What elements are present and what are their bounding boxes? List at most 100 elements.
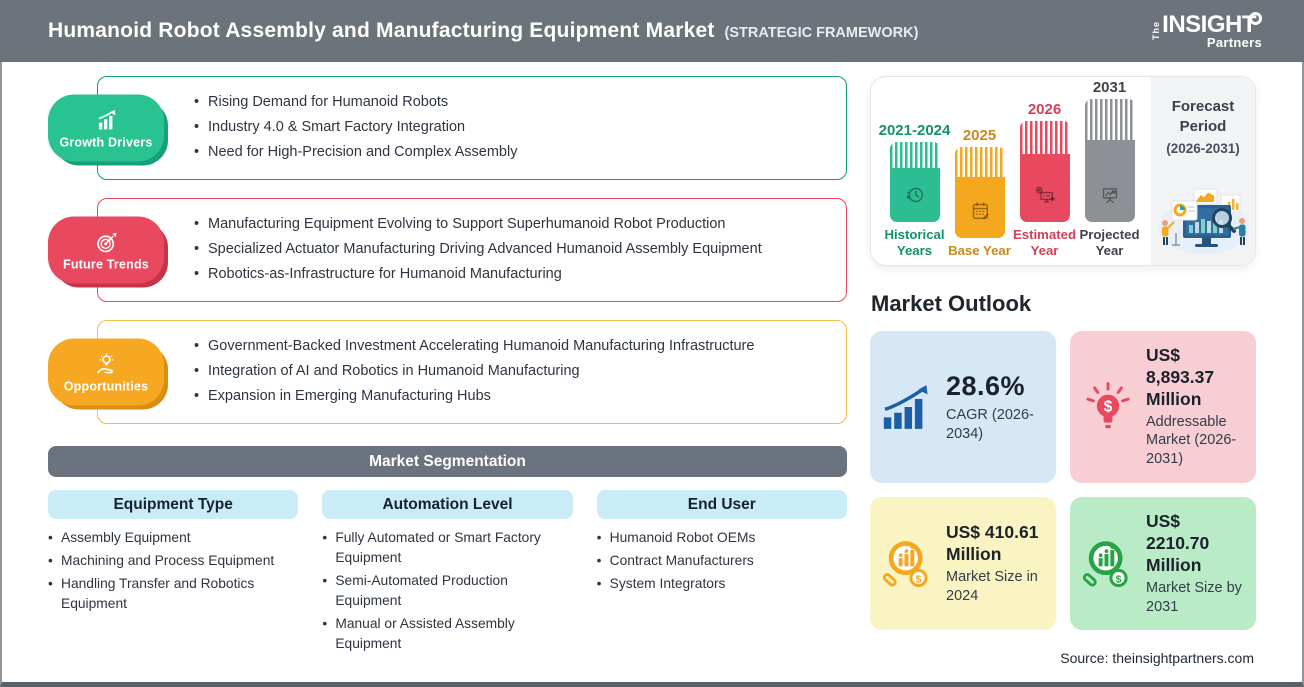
- list-item: Handling Transfer and Robotics Equipment: [48, 574, 298, 614]
- list-item: Expansion in Emerging Manufacturing Hubs: [194, 387, 754, 407]
- list-item: Contract Manufacturers: [597, 551, 847, 571]
- list-item: System Integrators: [597, 574, 847, 594]
- list-item: Specialized Actuator Manufacturing Drivi…: [194, 240, 762, 260]
- calendar-icon: [955, 198, 1005, 224]
- opportunities-label: Opportunities: [63, 379, 149, 393]
- bar-stripes-decoration: [1019, 120, 1070, 154]
- page-subtitle: (STRATEGIC FRAMEWORK): [724, 25, 919, 41]
- svg-text:$: $: [1104, 399, 1113, 416]
- future-trends-list: Manufacturing Equipment Evolving to Supp…: [194, 210, 762, 291]
- forecast-bar-rect: [954, 146, 1005, 238]
- segmentation-columns: Equipment Type Assembly EquipmentMachini…: [48, 490, 847, 657]
- header-titles: Humanoid Robot Assembly and Manufacturin…: [48, 19, 918, 43]
- magnifier-ring-icon: [1249, 11, 1262, 25]
- logo-the-text: The: [1151, 21, 1162, 41]
- cagr-bars-icon: [878, 384, 938, 430]
- addressable-market-card: $ US$ 8,893.37 Million Addressable Marke…: [1070, 331, 1256, 484]
- addressable-market-desc: Addressable Market (2026-2031): [1146, 413, 1237, 468]
- logo-partners-text: Partners: [1206, 34, 1262, 50]
- forecast-bar-rect: [889, 141, 940, 222]
- forecast-role-label: Historical Years: [884, 226, 945, 258]
- list-item: Assembly Equipment: [48, 528, 298, 548]
- growth-chart-icon: [93, 107, 120, 134]
- bar-stripes-decoration: [1084, 98, 1135, 140]
- market-size-2024-value: US$ 410.61 Million: [946, 522, 1039, 564]
- future-trends-label: Future Trends: [63, 257, 149, 271]
- left-column: Rising Demand for Humanoid RobotsIndustr…: [48, 76, 847, 682]
- segmentation-col-end-user: End User Humanoid Robot OEMsContract Man…: [596, 490, 847, 657]
- magnifier-chart-icon: $: [1078, 538, 1138, 590]
- automation-level-list: Fully Automated or Smart Factory Equipme…: [322, 528, 572, 654]
- insight-partners-logo: The INSIGHT Partners: [1151, 10, 1262, 50]
- automation-level-header: Automation Level: [322, 490, 573, 519]
- list-item: Integration of AI and Robotics in Humano…: [194, 362, 754, 382]
- market-segmentation-bar: Market Segmentation: [48, 446, 847, 477]
- source-attribution: Source: theinsightpartners.com: [1060, 650, 1254, 666]
- content-frame: Rising Demand for Humanoid RobotsIndustr…: [0, 62, 1304, 687]
- forecast-year-label: 2026: [1027, 100, 1062, 118]
- list-item: Fully Automated or Smart Factory Equipme…: [322, 528, 572, 568]
- opportunities-pill: Opportunities: [48, 338, 164, 406]
- equipment-type-header: Equipment Type: [48, 490, 299, 519]
- cagr-value: 28.6%: [946, 371, 1026, 402]
- future-trends-section: Manufacturing Equipment Evolving to Supp…: [48, 198, 847, 302]
- growth-drivers-list: Rising Demand for Humanoid RobotsIndustr…: [194, 88, 517, 169]
- magnifier-chart-icon: $: [878, 538, 938, 590]
- market-size-2031-desc: Market Size by 2031: [1146, 579, 1242, 615]
- forecast-role-label: Base Year: [948, 242, 1011, 258]
- header-bar: Humanoid Robot Assembly and Manufacturin…: [0, 0, 1304, 62]
- forecast-year-label: 2025: [962, 126, 997, 144]
- market-outlook-title: Market Outlook: [871, 291, 1032, 316]
- forecast-year-label: 2021-2024: [878, 121, 951, 139]
- forecast-period-panel: Forecast Period (2026-2031): [1151, 77, 1255, 265]
- market-outlook-cards: 28.6% CAGR (2026-2034) $ US$ 8,893.37 Mi…: [870, 331, 1256, 631]
- svg-text:$: $: [916, 573, 922, 585]
- idea-hand-icon: [93, 351, 120, 378]
- future-trends-pill: Future Trends: [48, 216, 164, 284]
- forecast-period-title: Forecast Period: [1171, 98, 1235, 135]
- bar-stripes-decoration: [889, 141, 940, 168]
- estimated-monitor-icon: [1020, 182, 1070, 208]
- end-user-list: Humanoid Robot OEMsContract Manufacturer…: [597, 528, 847, 594]
- list-item: Semi-Automated Production Equipment: [322, 571, 572, 611]
- forecast-bar-rect: [1084, 98, 1135, 222]
- opportunities-section: Government-Backed Investment Acceleratin…: [48, 320, 847, 424]
- list-item: Robotics-as-Infrastructure for Humanoid …: [194, 265, 762, 285]
- opportunities-list: Government-Backed Investment Acceleratin…: [194, 332, 754, 413]
- addressable-market-value: US$ 8,893.37 Million: [1146, 345, 1215, 409]
- projected-screen-icon: [1085, 182, 1135, 208]
- end-user-header: End User: [596, 490, 847, 519]
- forecast-role-label: Estimated Year: [1012, 226, 1077, 258]
- growth-drivers-label: Growth Drivers: [59, 135, 153, 149]
- bulb-dollar-icon: $: [1078, 379, 1138, 435]
- future-trends-box: Manufacturing Equipment Evolving to Supp…: [97, 198, 847, 302]
- svg-text:$: $: [1116, 573, 1122, 585]
- forecast-role-label: Projected Year: [1079, 226, 1140, 258]
- history-clock-icon: [890, 182, 940, 208]
- list-item: Manual or Assisted Assembly Equipment: [322, 614, 572, 654]
- cagr-desc: CAGR (2026-2034): [946, 407, 1034, 442]
- analytics-illustration: [1159, 188, 1249, 255]
- list-item: Need for High-Precision and Complex Asse…: [194, 143, 517, 163]
- forecast-bar-rect: [1019, 120, 1070, 222]
- market-segmentation-title: Market Segmentation: [369, 452, 526, 470]
- market-size-2024-card: $ US$ 410.61 Million Market Size in 2024: [870, 497, 1056, 631]
- logo-insight-text: INSIGHT: [1162, 10, 1256, 38]
- list-item: Machining and Process Equipment: [48, 551, 298, 571]
- forecast-year-label: 2031: [1092, 78, 1127, 96]
- market-size-2031-value: US$ 2210.70 Million: [1146, 511, 1210, 575]
- list-item: Manufacturing Equipment Evolving to Supp…: [194, 215, 762, 235]
- list-item: Industry 4.0 & Smart Factory Integration: [194, 118, 517, 138]
- page-title: Humanoid Robot Assembly and Manufacturin…: [48, 19, 715, 42]
- equipment-type-list: Assembly EquipmentMachining and Process …: [48, 528, 298, 614]
- growth-drivers-pill: Growth Drivers: [48, 94, 164, 162]
- segmentation-col-automation-level: Automation Level Fully Automated or Smar…: [322, 490, 573, 657]
